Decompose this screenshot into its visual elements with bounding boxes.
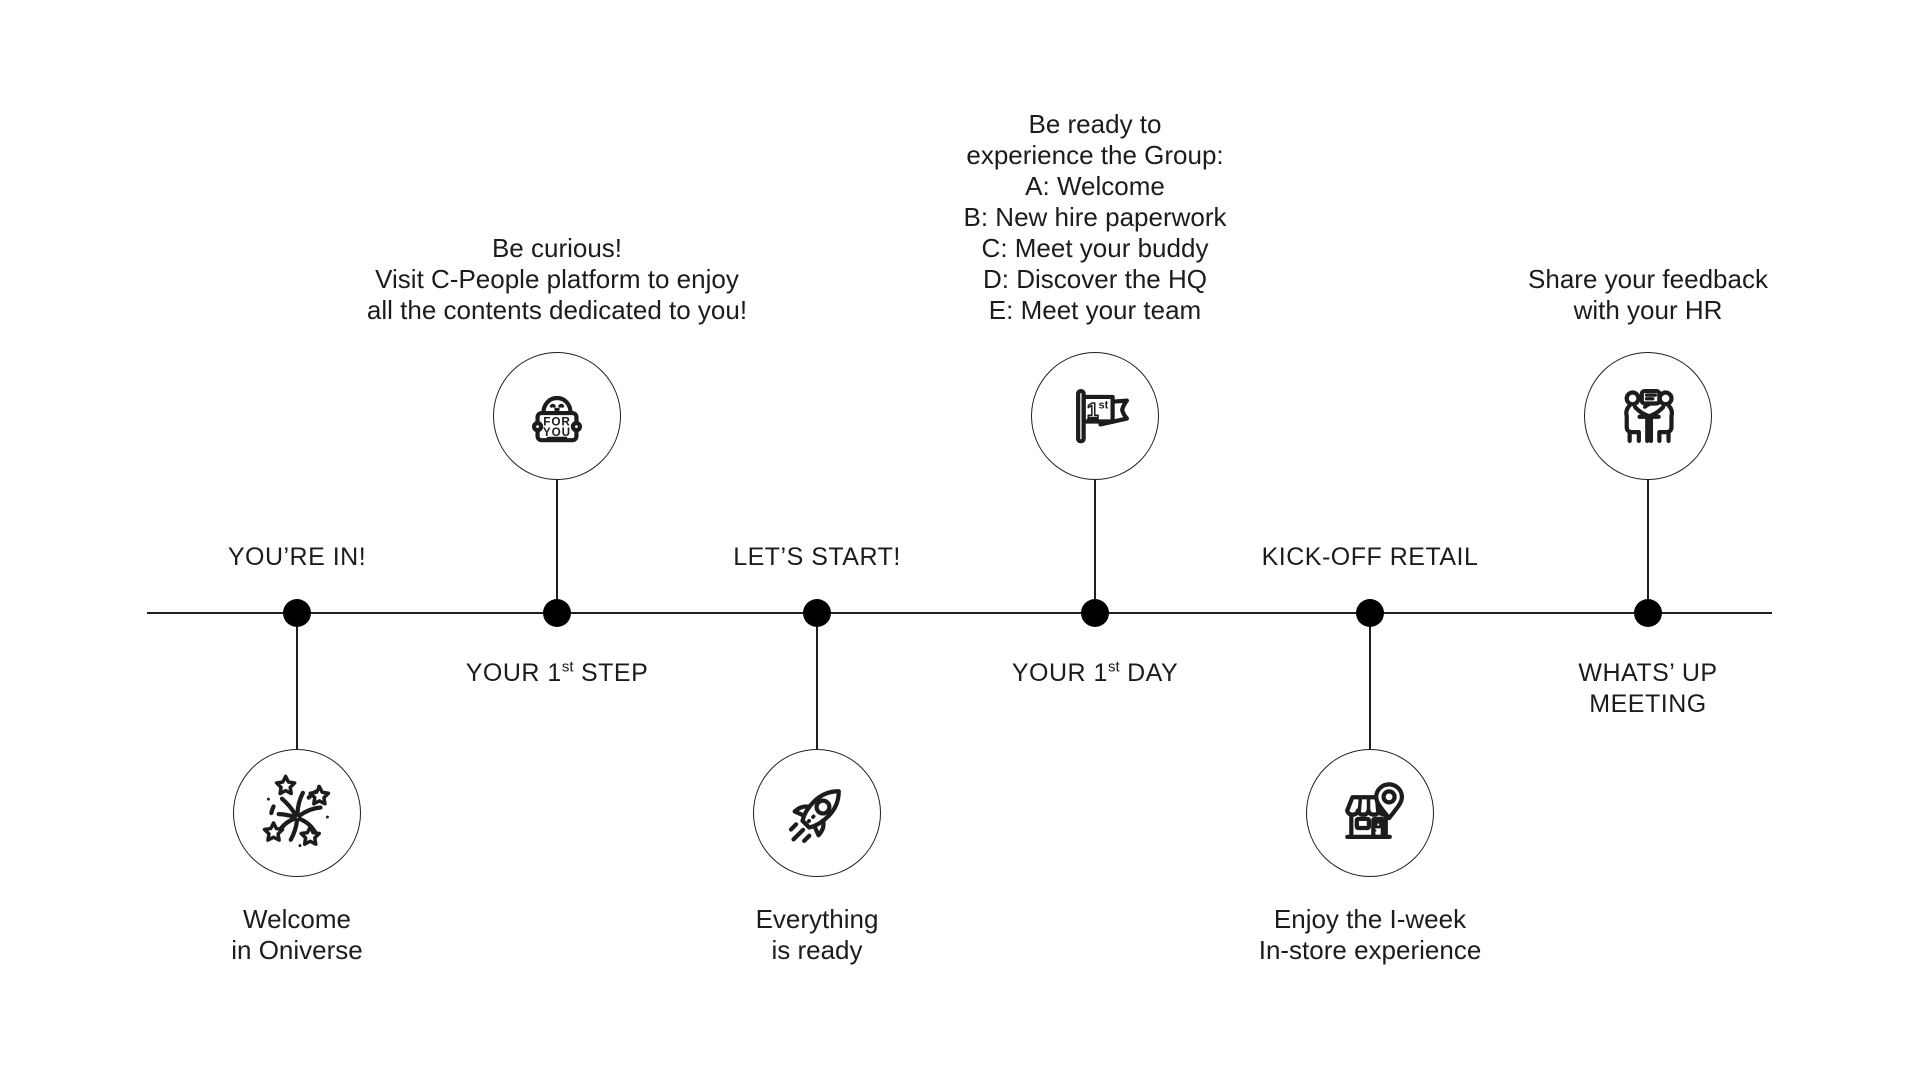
timeline-dot xyxy=(1634,599,1662,627)
for-you-sign-icon: FOR YOU xyxy=(493,352,621,480)
svg-text:FOR: FOR xyxy=(543,416,571,429)
label-superscript: st xyxy=(1107,658,1120,676)
rocket-icon xyxy=(753,749,881,877)
fireworks-icon xyxy=(233,749,361,877)
milestone-description: Everything is ready xyxy=(755,904,879,965)
connector-line xyxy=(1369,613,1371,750)
timeline-dot xyxy=(1081,599,1109,627)
connector-line xyxy=(816,613,818,750)
label-text: LET’S START! xyxy=(733,543,901,571)
label-text: STEP xyxy=(573,659,649,687)
milestone-label: YOUR 1st STEP xyxy=(466,658,649,689)
milestone-label: LET’S START! xyxy=(733,542,901,573)
milestone-description: Be ready to experience the Group: A: Wel… xyxy=(963,109,1227,325)
svg-text:st: st xyxy=(1099,400,1109,412)
timeline-dot xyxy=(543,599,571,627)
first-day-flag-icon: 1 st xyxy=(1031,352,1159,480)
milestone-description: Welcome in Oniverse xyxy=(231,904,363,965)
timeline-dot xyxy=(803,599,831,627)
label-text: KICK-OFF RETAIL xyxy=(1261,543,1479,571)
milestone-label: YOU’RE IN! xyxy=(228,542,366,573)
label-text: YOUR 1 xyxy=(1011,659,1108,687)
milestone-description: Share your feedback with your HR xyxy=(1528,264,1768,325)
svg-text:YOU: YOU xyxy=(543,426,571,439)
label-text: WHATS’ UP MEETING xyxy=(1578,659,1718,718)
milestone-description: Enjoy the I-week In-store experience xyxy=(1258,904,1482,965)
svg-text:1: 1 xyxy=(1087,398,1099,422)
milestone-label: WHATS’ UP MEETING xyxy=(1578,658,1717,720)
label-text: YOU’RE IN! xyxy=(227,543,367,571)
milestone-label: YOUR 1st DAY xyxy=(1012,658,1178,689)
timeline-line xyxy=(147,612,1772,614)
milestone-label: KICK-OFF RETAIL xyxy=(1262,542,1479,573)
timeline-dot xyxy=(1356,599,1384,627)
connector-line xyxy=(556,480,558,614)
label-text: DAY xyxy=(1119,659,1179,687)
label-text: YOUR 1 xyxy=(465,659,562,687)
connector-line xyxy=(1094,480,1096,614)
timeline-dot xyxy=(283,599,311,627)
store-location-pin-icon xyxy=(1306,749,1434,877)
connector-line xyxy=(1647,480,1649,614)
label-superscript: st xyxy=(561,658,574,676)
hr-meeting-icon xyxy=(1584,352,1712,480)
connector-line xyxy=(296,613,298,750)
milestone-description: Be curious! Visit C-People platform to e… xyxy=(366,233,748,325)
